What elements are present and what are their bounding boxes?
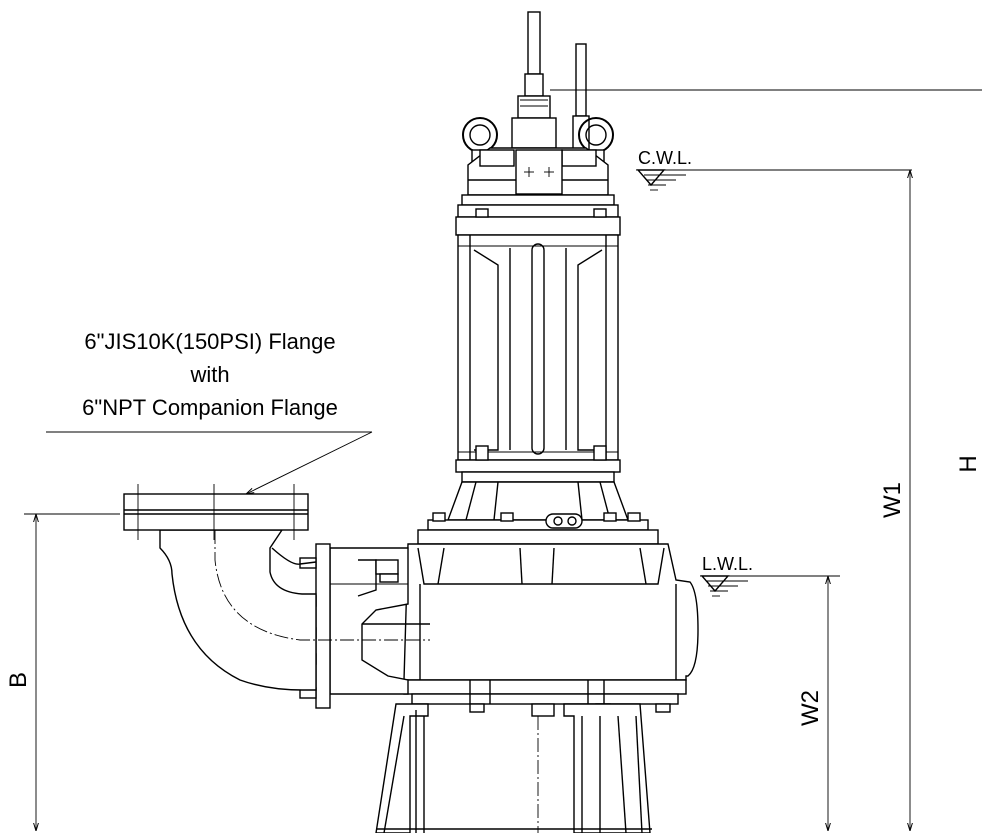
flange-callout-leader xyxy=(46,431,373,494)
dimension-h-label: H xyxy=(955,455,982,472)
cable-gland xyxy=(511,95,557,149)
bearing-housing xyxy=(446,481,630,521)
callout-line-1: 6"JIS10K(150PSI) Flange xyxy=(84,329,335,354)
dimension-w2-label: W2 xyxy=(797,690,824,726)
pump-casing xyxy=(403,543,699,681)
motor-frame xyxy=(457,234,619,461)
suction-cover xyxy=(403,679,687,717)
stand-leg-left xyxy=(375,703,429,833)
dimension-b xyxy=(24,513,120,831)
dimension-b-label: B xyxy=(5,672,32,688)
callout-line-3: 6"NPT Companion Flange xyxy=(82,395,338,420)
stand-leg-right xyxy=(563,703,651,833)
discharge-outlet xyxy=(329,547,430,695)
motor-top-flange xyxy=(455,194,621,236)
elbow-top-flange xyxy=(123,484,309,540)
dimension-w1-label: W1 xyxy=(879,482,906,518)
cwl-symbol xyxy=(636,169,912,191)
power-cable xyxy=(524,11,544,97)
cwl-label: C.W.L. xyxy=(638,148,692,168)
lwl-symbol xyxy=(700,575,840,597)
callout-line-2: with xyxy=(189,362,229,387)
motor-lower-flange xyxy=(455,445,621,483)
lwl-label: L.W.L. xyxy=(702,554,753,574)
elbow-pipe xyxy=(159,529,430,691)
motor-top-cover xyxy=(467,147,609,196)
